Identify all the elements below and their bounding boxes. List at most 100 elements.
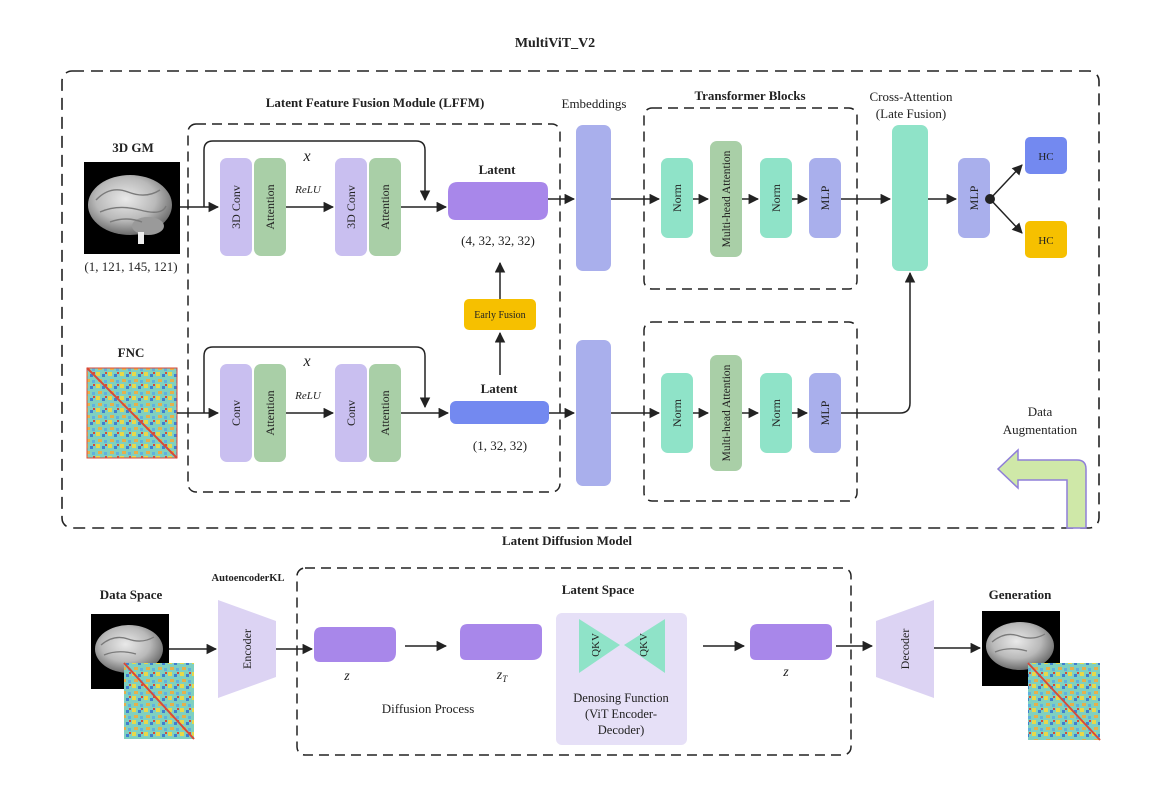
bottom-latent-block	[450, 401, 549, 424]
head-mlp-label: MLP	[967, 185, 981, 210]
hc-output-top	[1025, 137, 1067, 174]
gm-label: 3D GM	[112, 140, 154, 155]
bottom-latent-label: Latent	[481, 381, 519, 396]
lffm-title: Latent Feature Fusion Module (LFFM)	[266, 95, 485, 110]
generation-brain-image	[982, 611, 1060, 686]
top-att1-label: Attention	[263, 184, 277, 229]
bottom-att2-block	[369, 364, 401, 462]
head-to-hc1-arrow	[989, 164, 1023, 200]
data-space-fnc-image	[123, 662, 195, 740]
top-att1-block	[254, 158, 286, 256]
bottom-conv1-block	[220, 364, 252, 462]
augmentation-label-line2: Augmentation	[1003, 422, 1078, 437]
top-mlp-block	[809, 158, 841, 238]
gm-skip-connection	[203, 140, 431, 207]
generation-fnc-image	[1027, 662, 1101, 741]
top-norm2-label: Norm	[769, 183, 783, 212]
bottom-norm2-label: Norm	[769, 398, 783, 427]
bottom-skip-x-label: x	[302, 353, 310, 370]
denoising-label-line3: Decoder)	[598, 723, 645, 737]
qkv-encoder-label: QKV	[590, 633, 602, 657]
qkv-encoder-block	[579, 619, 620, 673]
denoising-label-line1: Denosing Function	[573, 691, 669, 705]
top-latent-label: Latent	[479, 162, 517, 177]
top-skip-x-label: x	[302, 148, 310, 165]
bottom-mha-block	[710, 355, 742, 471]
bottom-mlp-block	[809, 373, 841, 453]
bottom-att1-block	[254, 364, 286, 462]
qkv-decoder-block	[624, 619, 665, 673]
hc-output-top-label: HC	[1038, 151, 1053, 163]
top-conv1-label: 3D Conv	[229, 185, 243, 229]
head-to-hc2-arrow	[989, 198, 1023, 234]
latent-space-frame	[296, 567, 852, 756]
decoder-label: Decoder	[898, 629, 912, 670]
lffm-frame	[187, 123, 561, 493]
autoencoder-label: AutoencoderKL	[212, 573, 285, 584]
decoder-block	[876, 600, 934, 698]
top-norm1-label: Norm	[670, 183, 684, 212]
zt-label: zT	[496, 668, 508, 684]
head-mlp-block	[958, 158, 990, 238]
cross-attention-label-line2: (Late Fusion)	[876, 106, 946, 121]
top-att2-block	[369, 158, 401, 256]
top-mha-label: Multi-head Attention	[721, 150, 733, 247]
embedding-bottom-block	[576, 340, 611, 486]
embeddings-label: Embeddings	[562, 96, 627, 111]
bottom-relu-label: ReLU	[294, 390, 322, 402]
ldm-title: Latent Diffusion Model	[502, 533, 632, 548]
fnc-label: FNC	[118, 345, 145, 360]
diagram-title: MultiViT_V2	[515, 36, 595, 51]
encoder-label: Encoder	[240, 629, 254, 669]
top-latent-block	[448, 182, 548, 220]
bottom-att2-label: Attention	[378, 390, 392, 435]
zt-latent-block	[460, 624, 542, 660]
transformer-title: Transformer Blocks	[694, 88, 805, 103]
bottom-conv1-label: Conv	[229, 400, 243, 426]
embedding-top-block	[576, 125, 611, 271]
denoising-label-line2: (ViT Encoder-	[585, 707, 657, 721]
fnc-skip-connection	[203, 346, 431, 413]
bottom-mha-label: Multi-head Attention	[721, 364, 733, 461]
multivit-frame	[61, 70, 1100, 529]
z-latent-block	[314, 627, 396, 662]
top-mlp-label: MLP	[818, 185, 832, 210]
augmentation-arrow	[996, 448, 1087, 529]
top-latent-shape: (4, 32, 32, 32)	[461, 233, 535, 248]
hc-output-bottom	[1025, 221, 1067, 258]
qkv-decoder-label: QKV	[638, 633, 650, 657]
fnc-matrix-image	[86, 367, 178, 459]
diffusion-process-label: Diffusion Process	[382, 701, 475, 716]
z-out-latent-block	[750, 624, 832, 660]
transformer-bottom-frame	[643, 321, 858, 502]
top-conv1-block	[220, 158, 252, 256]
z-label: z	[343, 669, 350, 684]
zt-label-main: z	[496, 668, 503, 683]
bottom-norm1-label: Norm	[670, 398, 684, 427]
generation-label: Generation	[989, 587, 1053, 602]
cross-attention-label-line1: Cross-Attention	[869, 89, 953, 104]
top-att2-label: Attention	[378, 184, 392, 229]
bottom-norm1-block	[661, 373, 693, 453]
top-norm2-block	[760, 158, 792, 238]
zt-label-sub: T	[502, 674, 508, 684]
early-fusion-label: Early Fusion	[474, 310, 525, 321]
top-conv2-label: 3D Conv	[344, 185, 358, 229]
top-norm1-block	[661, 158, 693, 238]
augmentation-label-line1: Data	[1028, 404, 1053, 419]
latent-space-label: Latent Space	[562, 582, 635, 597]
bottom-mlp-to-cross-attention-arrow	[841, 271, 916, 414]
z-out-label: z	[782, 665, 789, 680]
cross-attention-block	[892, 125, 928, 271]
data-space-label: Data Space	[100, 587, 163, 602]
bottom-latent-shape: (1, 32, 32)	[473, 438, 527, 453]
gm-brain-image	[84, 162, 180, 254]
bottom-conv2-label: Conv	[344, 400, 358, 426]
bottom-att1-label: Attention	[263, 390, 277, 435]
bottom-norm2-block	[760, 373, 792, 453]
top-mha-block	[710, 141, 742, 257]
bottom-conv2-block	[335, 364, 367, 462]
gm-shape: (1, 121, 145, 121)	[84, 259, 177, 274]
bottom-mlp-label: MLP	[818, 400, 832, 425]
